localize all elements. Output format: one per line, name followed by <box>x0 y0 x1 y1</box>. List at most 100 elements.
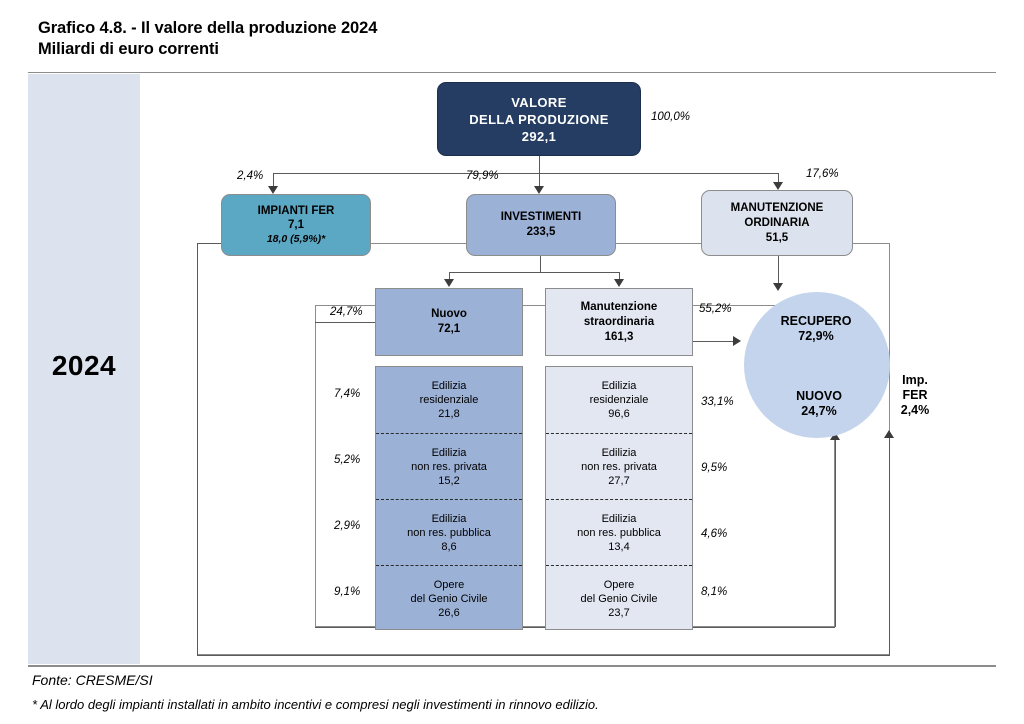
connector-fer-out <box>197 243 223 244</box>
connector-to-man <box>778 173 779 183</box>
pie-fer-value: 2,4% <box>900 403 930 417</box>
cell-line1: Edilizia <box>601 512 637 525</box>
pie-fer-line1: Imp. <box>902 373 928 387</box>
node-man-value: 51,5 <box>765 231 789 244</box>
cell-value: 27,7 <box>608 474 630 487</box>
node-nuovo[interactable]: Nuovo 72,1 <box>375 288 523 356</box>
connector-fer-down <box>197 243 198 655</box>
node-man-line1: MANUTENZIONE <box>730 201 824 214</box>
connector-nuovo-up-to-pie <box>835 440 836 627</box>
list-item[interactable]: Opere del Genio Civile 23,7 <box>546 565 692 631</box>
pct-root: 100,0% <box>651 111 691 123</box>
node-root-line2: DELLA PRODUZIONE <box>469 111 609 127</box>
footnote: * Al lordo degli impianti installati in … <box>32 697 599 712</box>
pie-label-imp-fer: Imp. FER 2,4% <box>884 373 946 418</box>
pct-man: 17,6% <box>806 168 839 180</box>
list-item[interactable]: Edilizia non res. privata 27,7 <box>546 433 692 499</box>
node-fer-note: 18,0 (5,9%)* <box>266 233 326 245</box>
pie-fer-line2: FER <box>902 388 928 402</box>
list-item[interactable]: Opere del Genio Civile 26,6 <box>376 565 522 631</box>
pct-nuovo: 24,7% <box>330 306 363 318</box>
pct-right-1: 9,5% <box>701 462 728 474</box>
connector-to-mstr <box>619 272 620 280</box>
title-line-2: Miliardi di euro correnti <box>38 40 219 58</box>
detail-column-nuovo: Edilizia residenziale 21,8 Edilizia non … <box>375 366 523 630</box>
cell-line2: residenziale <box>589 394 649 406</box>
cell-line2: non res. privata <box>581 460 657 473</box>
cell-line1: Edilizia <box>601 446 637 459</box>
pie-slices <box>744 292 890 438</box>
node-manutenzione-straordinaria[interactable]: Manutenzione straordinaria 161,3 <box>545 288 693 356</box>
pct-left-2: 2,9% <box>334 520 361 532</box>
connector-row2-bus <box>273 173 779 174</box>
connector-nuovo-left <box>315 322 375 323</box>
cell-line1: Edilizia <box>431 446 467 459</box>
node-fer-label: IMPIANTI FER <box>257 205 335 217</box>
arrow-to-nuovo <box>444 279 454 287</box>
pie-recupero-value: 72,9% <box>798 329 834 343</box>
connector-bottom-bus-outer <box>197 655 890 656</box>
node-root-value: 292,1 <box>521 128 557 144</box>
cell-line1: Opere <box>433 578 465 591</box>
cell-value: 21,8 <box>438 408 460 420</box>
pct-fer: 2,4% <box>237 170 264 182</box>
pct-mstr: 55,2% <box>699 303 732 315</box>
arrow-to-fer <box>268 186 278 194</box>
cell-line1: Edilizia <box>431 512 467 525</box>
pct-left-3: 9,1% <box>334 586 361 598</box>
node-investimenti[interactable]: INVESTIMENTI 233,5 <box>466 194 616 256</box>
cell-line2: del Genio Civile <box>410 592 488 605</box>
node-nuovo-value: 72,1 <box>437 323 461 335</box>
node-mstr-value: 161,3 <box>604 330 634 343</box>
cell-line1: Edilizia <box>431 380 467 392</box>
connector-inv-stem <box>540 256 541 273</box>
cell-line2: del Genio Civile <box>580 592 658 605</box>
divider-top <box>28 72 996 73</box>
list-item[interactable]: Edilizia non res. privata 15,2 <box>376 433 522 499</box>
connector-mstr-to-pie <box>693 341 735 342</box>
arrow-to-inv <box>534 186 544 194</box>
pct-right-2: 4,6% <box>701 528 728 540</box>
cell-value: 96,6 <box>608 408 630 420</box>
pie-nuovo-value: 24,7% <box>801 404 837 418</box>
connector-to-nuovo <box>449 272 450 280</box>
pct-right-0: 33,1% <box>701 396 734 408</box>
year-label: 2024 <box>51 350 117 381</box>
cell-value: 13,4 <box>608 540 630 553</box>
connector-to-fer <box>273 173 274 187</box>
cell-value: 8,6 <box>441 540 457 553</box>
divider-bottom <box>28 665 996 667</box>
node-nuovo-label: Nuovo <box>431 308 467 320</box>
source-note: Fonte: CRESME/SI <box>32 672 153 688</box>
pie-label-recupero: RECUPERO 72,9% <box>756 314 876 344</box>
pct-inv: 79,9% <box>466 170 499 182</box>
pie-recupero-name: RECUPERO <box>780 314 852 328</box>
node-inv-label: INVESTIMENTI <box>500 211 582 223</box>
cell-line1: Edilizia <box>601 380 637 392</box>
pct-left-1: 5,2% <box>334 454 361 466</box>
list-item[interactable]: Edilizia residenziale 21,8 <box>376 367 522 433</box>
node-mstr-line2: straordinaria <box>583 315 655 328</box>
pct-left-0: 7,4% <box>334 388 361 400</box>
node-valore-della-produzione[interactable]: VALORE DELLA PRODUZIONE 292,1 <box>437 82 641 156</box>
title-line-1: Grafico 4.8. - Il valore della produzion… <box>38 19 378 37</box>
year-band <box>28 74 140 664</box>
list-item[interactable]: Edilizia residenziale 96,6 <box>546 367 692 433</box>
pie-label-nuovo: NUOVO 24,7% <box>774 389 864 419</box>
arrow-to-mstr <box>614 279 624 287</box>
list-item[interactable]: Edilizia non res. pubblica 13,4 <box>546 499 692 565</box>
list-item[interactable]: Edilizia non res. pubblica 8,6 <box>376 499 522 565</box>
arrow-fer-to-pie <box>884 430 894 438</box>
node-impianti-fer[interactable]: IMPIANTI FER 7,1 18,0 (5,9%)* <box>221 194 371 256</box>
arrow-to-man <box>773 182 783 190</box>
cell-line2: residenziale <box>419 394 479 406</box>
pie-chart[interactable] <box>744 292 890 438</box>
cell-value: 26,6 <box>438 606 460 619</box>
detail-column-manutenzione-straordinaria: Edilizia residenziale 96,6 Edilizia non … <box>545 366 693 630</box>
arrow-mstr-to-pie <box>733 336 741 346</box>
node-man-line2: ORDINARIA <box>744 216 810 229</box>
node-manutenzione-ordinaria[interactable]: MANUTENZIONE ORDINARIA 51,5 <box>701 190 853 256</box>
node-inv-value: 233,5 <box>526 226 556 238</box>
connector-row3-bus <box>449 272 620 273</box>
